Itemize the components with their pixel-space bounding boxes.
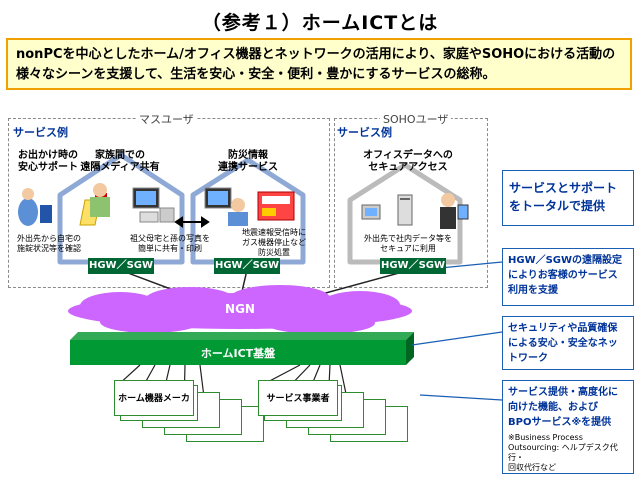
callout-bpo-note: ※Business Process Outsourcing: ヘルプデスク代行・…: [508, 433, 618, 472]
service-example-label-mass: サービス例: [13, 126, 68, 139]
mass-user-label: マスユーザ: [136, 111, 197, 127]
stack-card-right-front: サービス事業者: [258, 380, 338, 416]
hgw-box-disaster: HGW／SGW: [214, 258, 280, 274]
callout-total: サービスとサポート をトータルで提供: [502, 170, 634, 226]
office-icons: [361, 193, 469, 229]
house-note-disaster: 地震速報受信時に ガス機器停止など 防災処置: [242, 228, 306, 257]
house-family: [57, 152, 185, 265]
house-note-office: 外出先で社内データ等を セキュアに利用: [364, 234, 452, 253]
house-office: [347, 162, 463, 265]
ngn-cloud: [68, 285, 412, 334]
intro-box: nonPCを中心としたホーム/オフィス機器とネットワークの活用により、家庭やSO…: [6, 38, 632, 90]
share-arrow: [174, 216, 210, 228]
house-title-disaster: 防災情報 連携サービス: [218, 150, 278, 173]
house-disaster: [190, 157, 306, 265]
callout-remote-text: HGW／SGWの遠隔設定 によりお客様のサービス 利用を支援: [508, 255, 623, 296]
stack-card-left-front: ホーム機器メーカ: [114, 380, 194, 416]
house-outlines: [57, 152, 463, 265]
callout-security: セキュリティや品質確保 による安心・安全なネッ トワーク: [502, 316, 634, 370]
ngn-label: NGN: [225, 302, 255, 316]
disaster-icons: [204, 187, 295, 226]
house-note-family: 祖父母宅と孫の写真を 簡単に共有・印刷: [130, 234, 210, 253]
hgw-box-family: HGW／SGW: [88, 258, 154, 274]
family-icons: [90, 183, 175, 223]
house-title-family: 家族間での 遠隔メディア共有: [80, 150, 160, 173]
house-title-office: オフィスデータへの セキュアアクセス: [363, 150, 453, 173]
platform-block: [70, 332, 414, 365]
callout-security-text: セキュリティや品質確保 による安心・安全なネッ トワーク: [508, 323, 618, 364]
house-title-outing: お出かけ時の 安心サポート: [18, 150, 78, 173]
callout-bpo-text: サービス提供・高度化に 向けた機能、および BPOサービス※を提供: [508, 387, 618, 428]
soho-user-label: SOHOユーザ: [380, 111, 452, 127]
platform-label: ホームICT基盤: [200, 347, 276, 360]
page-title: （参考１）ホームICTとは: [201, 12, 439, 34]
house-note-outing: 外出先から自宅の 施錠状況等を確認: [17, 234, 81, 253]
callout-total-text: サービスとサポート をトータルで提供: [509, 181, 618, 213]
hgw-box-office: HGW／SGW: [380, 258, 446, 274]
callout-bpo: サービス提供・高度化に 向けた機能、および BPOサービス※を提供 ※Busin…: [502, 380, 634, 474]
callout-remote: HGW／SGWの遠隔設定 によりお客様のサービス 利用を支援: [502, 248, 634, 306]
service-example-label-soho: サービス例: [337, 126, 392, 139]
stack-label-left: ホーム機器メーカ: [118, 394, 190, 404]
stack-label-right: サービス事業者: [266, 394, 330, 404]
callout-connectors: [411, 261, 503, 401]
